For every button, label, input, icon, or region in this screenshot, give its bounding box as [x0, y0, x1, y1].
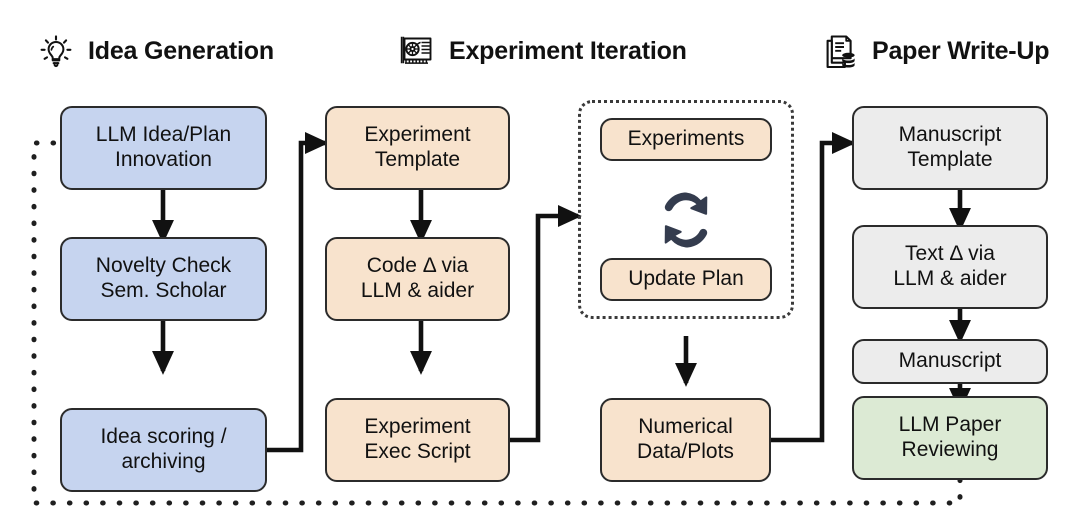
node-line: Innovation [115, 148, 212, 171]
stage-header-experiment-iteration: Experiment Iteration [395, 22, 687, 80]
node-novelty-check[interactable]: Novelty Check Sem. Scholar [60, 237, 267, 321]
stage-label-paper-write-up: Paper Write-Up [872, 36, 1050, 65]
node-line: Exec Script [364, 440, 471, 463]
node-experiments[interactable]: Experiments [600, 118, 772, 161]
node-line: archiving [121, 450, 206, 473]
node-code-delta[interactable]: Code Δ via LLM & aider [325, 237, 510, 321]
stage-header-paper-write-up: Paper Write-Up [818, 22, 1050, 80]
node-line: LLM & aider [893, 267, 1007, 290]
node-line: Template [374, 148, 461, 171]
node-line: Update Plan [628, 267, 744, 291]
node-line: Manuscript [898, 349, 1002, 373]
node-experiment-template[interactable]: Experiment Template [325, 106, 510, 190]
node-llm-paper-reviewing[interactable]: LLM Paper Reviewing [852, 396, 1048, 480]
node-line: Sem. Scholar [100, 279, 227, 302]
stage-label-idea-generation: Idea Generation [88, 36, 274, 65]
node-line: Reviewing [901, 438, 999, 461]
node-line: Experiments [627, 127, 745, 151]
node-line: LLM Paper [898, 413, 1002, 437]
node-numerical-data[interactable]: Numerical Data/Plots [600, 398, 771, 482]
node-text-delta[interactable]: Text Δ via LLM & aider [852, 225, 1048, 309]
edge-scoring-to-exp-template [267, 131, 329, 453]
node-line: Data/Plots [637, 440, 734, 463]
stage-header-idea-generation: Idea Generation [34, 22, 274, 80]
node-line: Experiment [364, 415, 471, 439]
node-manuscript[interactable]: Manuscript [852, 339, 1048, 384]
node-line: LLM & aider [360, 279, 475, 302]
node-line: Text Δ via [905, 242, 995, 266]
node-line: Idea scoring / [100, 425, 227, 449]
node-line: Code Δ via [366, 254, 469, 278]
node-line: LLM Idea/Plan [95, 123, 232, 147]
group-iteration-loop [578, 100, 794, 319]
node-idea-scoring[interactable]: Idea scoring / archiving [60, 408, 267, 492]
node-line: Experiment [364, 123, 471, 147]
node-line: Numerical [638, 415, 733, 439]
node-experiment-exec[interactable]: Experiment Exec Script [325, 398, 510, 482]
node-line: Template [907, 148, 993, 171]
edge-exec-to-iteration-loop [510, 204, 582, 443]
document-database-icon [818, 29, 862, 73]
refresh-loop-icon [649, 183, 723, 257]
stage-label-experiment-iteration: Experiment Iteration [449, 36, 687, 65]
lightbulb-icon [34, 29, 78, 73]
node-llm-idea-plan[interactable]: LLM Idea/Plan Innovation [60, 106, 267, 190]
node-update-plan[interactable]: Update Plan [600, 258, 772, 301]
node-line: Novelty Check [95, 254, 232, 278]
node-line: Manuscript [898, 123, 1002, 147]
node-manuscript-template[interactable]: Manuscript Template [852, 106, 1048, 190]
gpu-card-icon [395, 29, 439, 73]
